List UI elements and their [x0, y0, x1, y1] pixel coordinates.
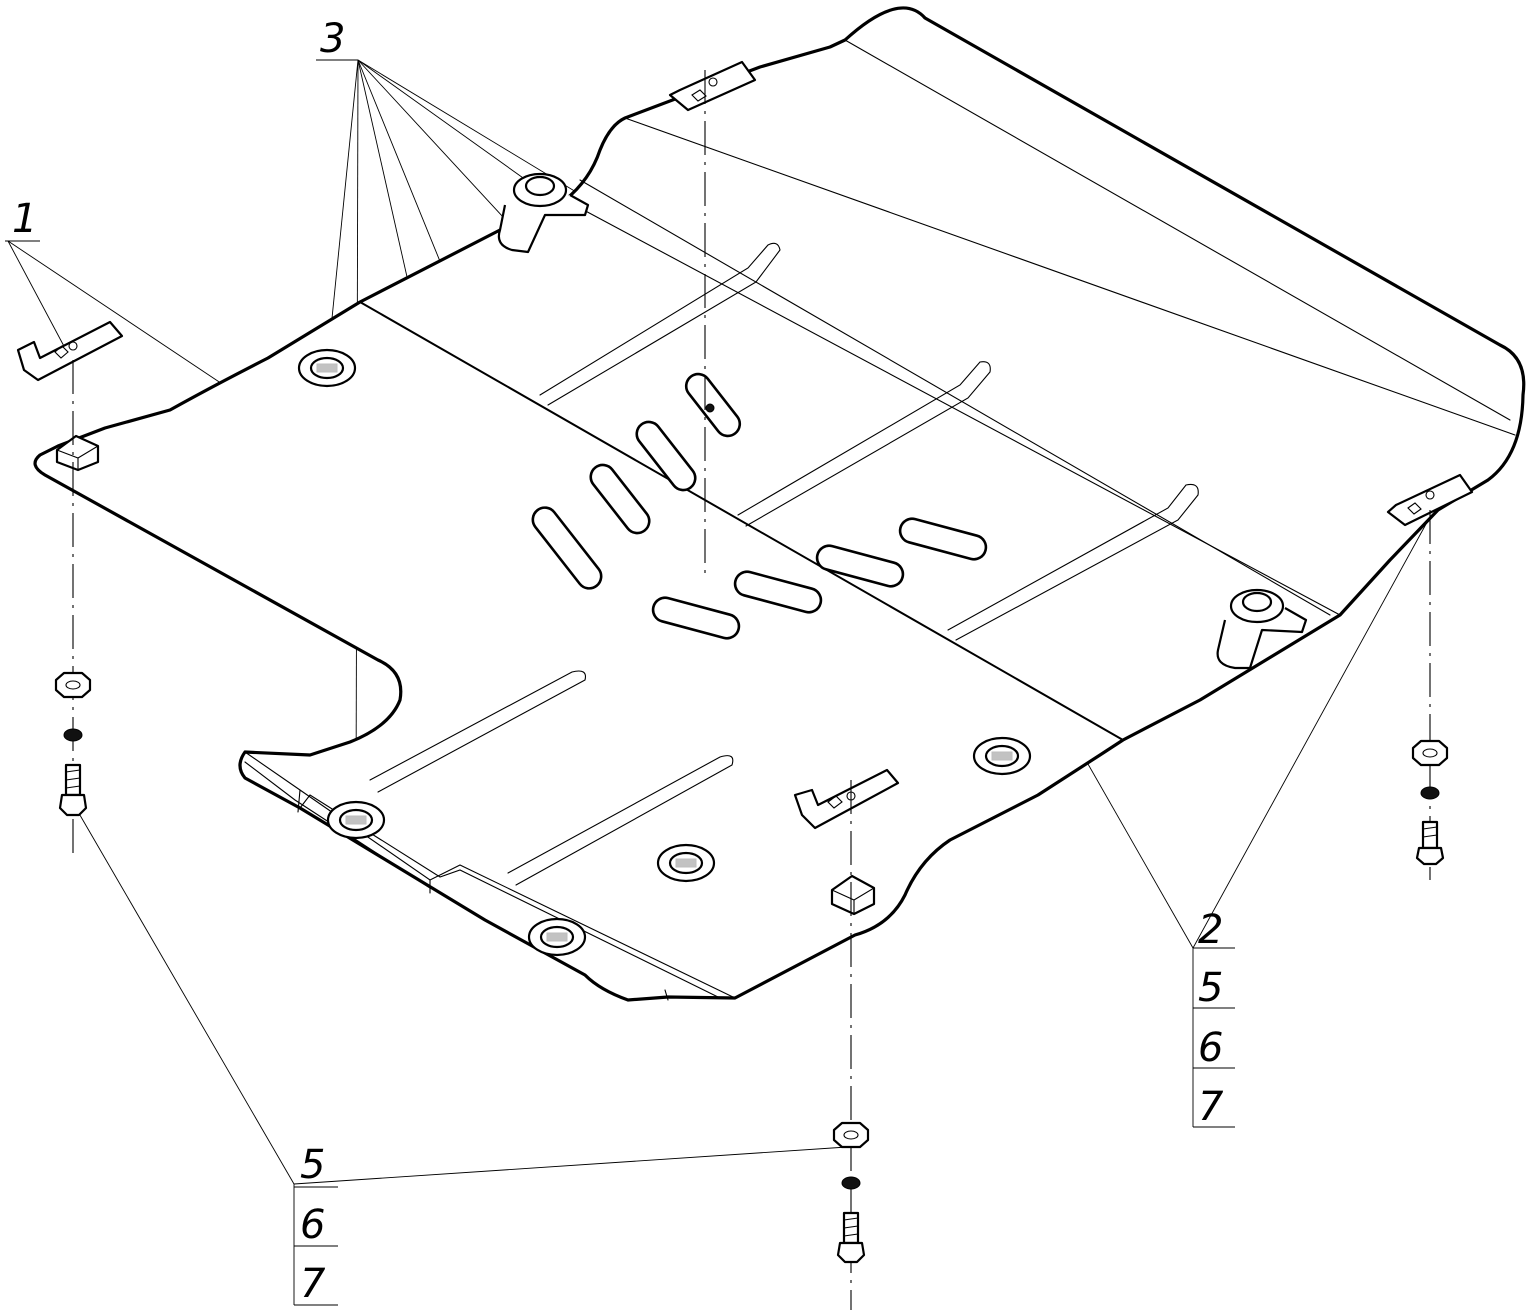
clip-bracket — [668, 60, 757, 112]
callout-text-7: 7 — [1198, 1084, 1224, 1130]
callout-text-6b: 6 — [300, 1202, 325, 1248]
ventilation-slots — [531, 372, 988, 640]
hardware-stack — [1411, 739, 1449, 866]
callout-part-3: 3 — [316, 16, 358, 62]
clip-bracket — [1386, 473, 1474, 527]
bracket-nut — [1216, 588, 1308, 670]
bracket-nut — [497, 172, 590, 254]
nut — [972, 736, 1032, 776]
skid-plate — [33, 6, 1526, 1002]
callout-text-6: 6 — [1198, 1025, 1223, 1071]
plate-outline — [33, 6, 1526, 1002]
callout-text-2: 2 — [1198, 907, 1223, 953]
callout-stack-right: 2 5 6 7 — [1192, 907, 1235, 1130]
slot — [531, 506, 603, 590]
nut — [656, 843, 716, 883]
callout-text-7b: 7 — [300, 1261, 326, 1307]
plate-nuts — [297, 172, 1308, 957]
slot — [635, 420, 697, 492]
slot — [815, 544, 905, 588]
stiffening-ribs — [369, 242, 1199, 886]
hardware-stack — [54, 671, 92, 817]
callout-text-3: 3 — [320, 16, 345, 62]
slot — [589, 463, 651, 535]
clip-bracket — [16, 320, 124, 382]
hardware-stack — [832, 1121, 870, 1264]
nut — [297, 348, 357, 388]
callout-text-5b: 5 — [300, 1142, 325, 1188]
square-nuts — [55, 434, 876, 916]
callout-stack-bottom: 5 6 7 — [293, 1142, 338, 1307]
callout-text-1: 1 — [12, 196, 37, 242]
nut — [326, 800, 386, 840]
nut — [527, 917, 587, 957]
slot — [651, 596, 741, 640]
callout-text-5: 5 — [1198, 965, 1223, 1011]
slot — [898, 517, 988, 561]
slot — [733, 570, 823, 614]
callout-part-1: 1 — [5, 196, 40, 242]
